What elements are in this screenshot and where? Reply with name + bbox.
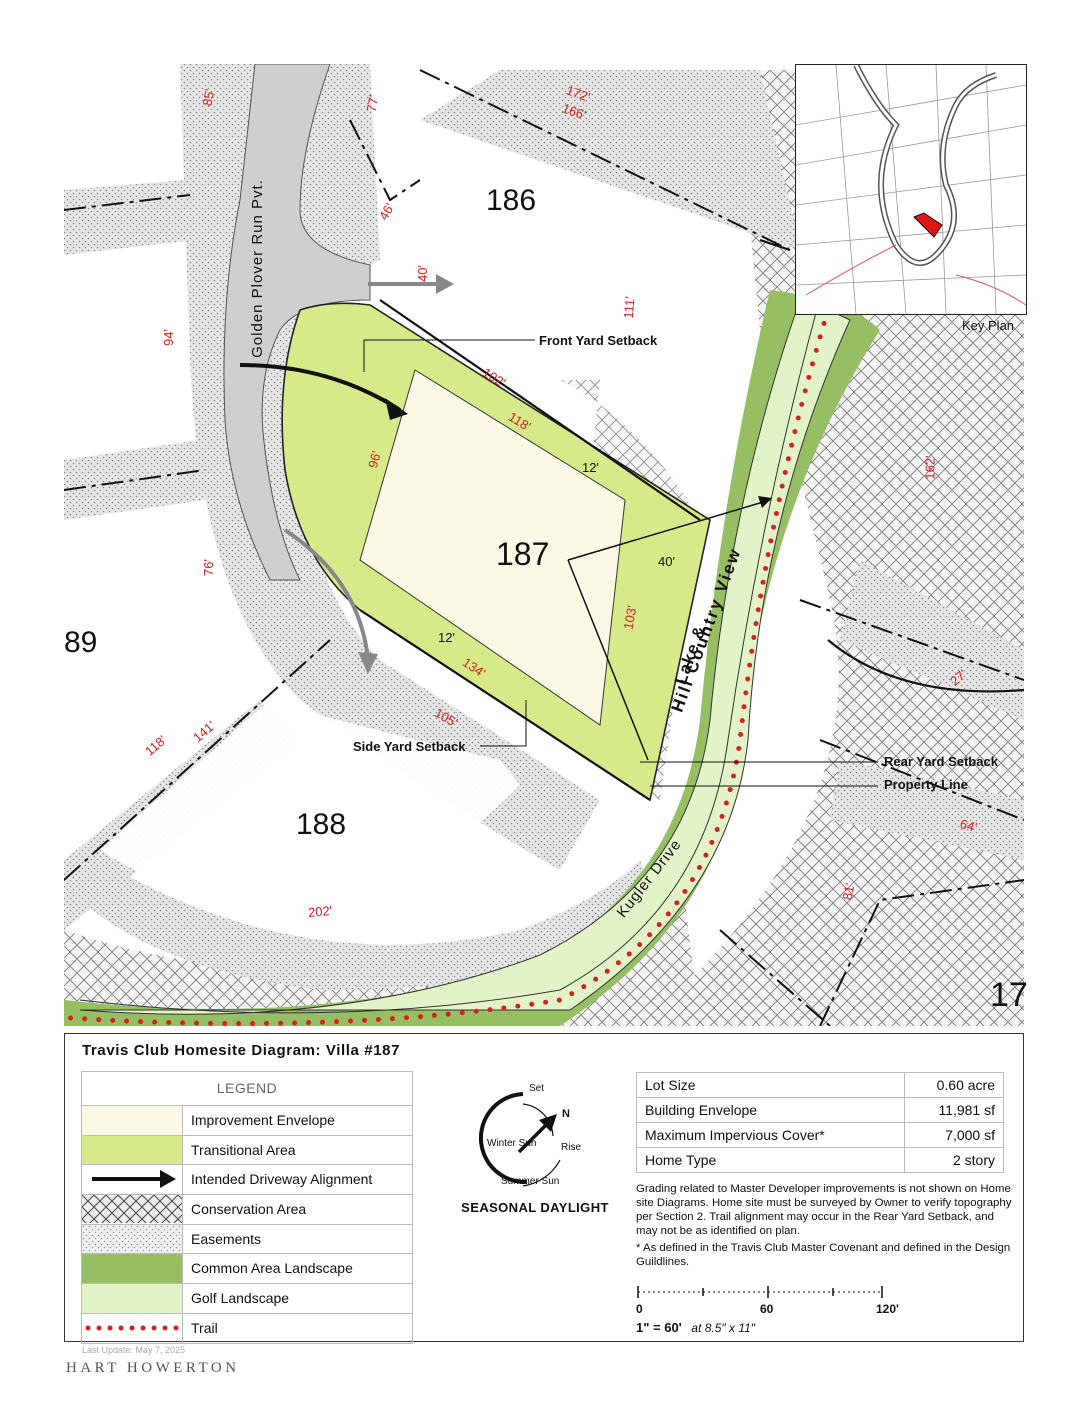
scale-ratio-value: 1" = 60' [636,1320,682,1335]
easements-swatch [82,1224,183,1254]
transitional-area-swatch [82,1135,183,1165]
lot-89-label: 89 [64,626,98,659]
legend-row: Improvement Envelope [82,1106,412,1136]
notes: Grading related to Master Developer impr… [636,1182,1012,1272]
stat-label: Lot Size [636,1072,905,1098]
golden-plover-road [223,64,371,581]
stat-label: Building Envelope [636,1097,905,1123]
stat-value: 7,000 sf [904,1122,1004,1148]
dim-label: 202' [307,902,333,921]
scale-paper-size: at 8.5" x 11" [691,1321,756,1335]
dim-label: 12' [582,460,599,475]
dim-label: 12' [438,630,455,645]
seasonal-daylight-title: SEASONAL DAYLIGHT [461,1200,609,1215]
lot-188-area [100,700,520,907]
legend-label: Common Area Landscape [191,1260,353,1277]
dim-label: 85' [199,87,218,108]
sun-set-label: Set [529,1083,545,1094]
footnote: * As defined in the Travis Club Master C… [636,1242,1011,1268]
legend-row: Transitional Area [82,1135,412,1166]
dim-label: 40' [658,554,675,569]
conservation-area-swatch [82,1195,183,1224]
sun-rise-label: Rise [561,1142,582,1153]
dim-label: 40' [414,265,430,282]
legend-header: LEGEND [82,1072,412,1106]
lot-17-label: 17 [990,976,1028,1014]
legend: LEGEND Improvement Envelope Transitional… [81,1071,413,1344]
north-label: N [562,1108,570,1120]
scale-ratio: 1" = 60' at 8.5" x 11" [636,1320,755,1335]
lot-187-label: 187 [496,536,550,572]
stat-value: 0.60 acre [904,1072,1004,1098]
legend-row: Golf Landscape [82,1284,412,1314]
grey-arrow-south [283,528,370,661]
scale-tick-0: 0 [636,1302,643,1316]
easement-south [80,860,660,990]
scale-bar: 0 60 120' [636,1286,899,1336]
common-area-swatch [82,1254,183,1284]
stat-label: Home Type [636,1147,905,1173]
dim-label: 162' [922,455,938,480]
rear-setback-callout: Rear Yard Setback [884,754,998,769]
summer-sun-label: Summer Sun [501,1176,560,1187]
scale-tick-120: 120' [876,1302,899,1316]
legend-row: Easements [82,1224,412,1255]
lot-186-label: 186 [486,184,537,217]
stat-value: 11,981 sf [904,1097,1004,1123]
table-row: Maximum Impervious Cover*7,000 sf [636,1122,1004,1148]
panel-title: Travis Club Homesite Diagram: Villa #187 [82,1042,401,1059]
grading-note: Grading related to Master Developer impr… [636,1183,1012,1237]
legend-row: Trail [82,1313,412,1343]
improvement-envelope-swatch [82,1106,183,1135]
stat-label: Maximum Impervious Cover* [636,1122,905,1148]
brand-logo: HART HOWERTON [66,1360,240,1376]
dim-label: 111' [620,295,638,320]
stat-value: 2 story [904,1147,1004,1173]
legend-label: Conservation Area [191,1201,307,1218]
improvement-envelope [359,369,626,726]
seasonal-daylight-diagram: Set N Rise Winter Sun Summer Sun [455,1080,615,1200]
legend-label: Improvement Envelope [191,1112,335,1128]
legend-label: Trail [191,1319,218,1336]
callout-leaders [363,339,878,787]
key-plan-label: Key Plan [962,318,1015,333]
trail-swatch [82,1313,183,1343]
dim-label: 77' [363,93,382,114]
key-plan [795,63,1027,315]
easement-east [830,560,1024,860]
property-line-callout: Property Line [884,777,968,792]
scale-tick-60: 60 [760,1302,774,1316]
legend-row: Common Area Landscape [82,1254,412,1285]
legend-label: Intended Driveway Alignment [191,1171,373,1188]
legend-label: Transitional Area [191,1141,296,1158]
side-setback-callout: Side Yard Setback [353,739,466,754]
dim-label: 81' [839,881,858,902]
legend-row: Conservation Area [82,1195,412,1225]
easement-north [420,70,800,250]
legend-row: Intended Driveway Alignment [82,1165,412,1196]
dim-label: 76' [200,559,216,576]
last-update: Last Update: May 7, 2025 [82,1345,186,1355]
lake-hill-road [79,299,851,1015]
winter-sun-label: Winter Sun [487,1138,537,1149]
dim-label: 94' [160,329,176,346]
golf-landscape-swatch [82,1284,183,1313]
legend-label: Easements [191,1230,262,1247]
driveway-arrow [239,363,402,412]
driveway-arrow-icon [82,1165,183,1195]
key-plan-lot-highlight [913,212,943,238]
front-setback-callout: Front Yard Setback [539,333,658,348]
legend-label: Golf Landscape [191,1290,290,1307]
lot-188-label: 188 [296,808,347,841]
